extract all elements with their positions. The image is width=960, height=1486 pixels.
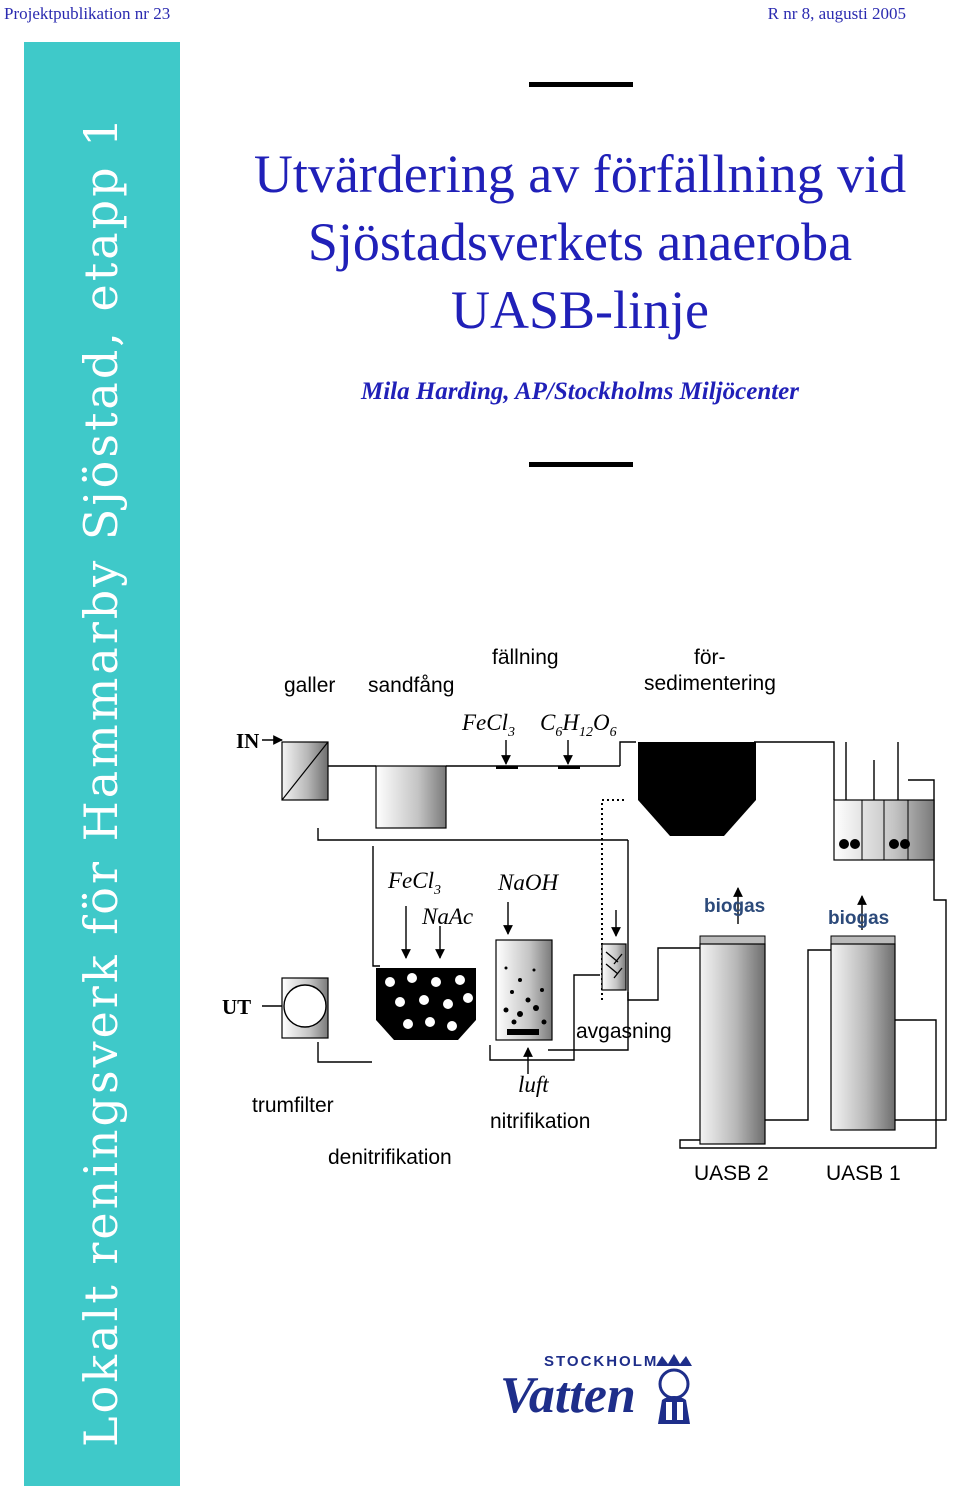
in-label: IN bbox=[236, 729, 259, 753]
title-line-1: Utvärdering av förfällning vid bbox=[253, 144, 907, 204]
sandfang-label: sandfång bbox=[368, 674, 454, 697]
uasb-1-reactor bbox=[830, 935, 896, 1131]
fecl3-denit-label: FeCl3 bbox=[387, 868, 441, 898]
saint-erik-crest-icon bbox=[656, 1354, 692, 1424]
page-title: Utvärdering av förfällning vid Sjöstadsv… bbox=[200, 140, 960, 344]
denitrification-filter bbox=[376, 968, 476, 1040]
uasb1-label: UASB 1 bbox=[826, 1162, 901, 1185]
dotted-return-line bbox=[601, 799, 624, 1000]
title-rule-top bbox=[529, 82, 633, 87]
title-line-3: UASB-linje bbox=[450, 280, 709, 340]
denitrifikation-label: denitrifikation bbox=[328, 1146, 452, 1169]
naoh-label: NaOH bbox=[497, 870, 559, 895]
forsedimentering-label-1: för- bbox=[694, 646, 726, 669]
luft-label: luft bbox=[518, 1072, 549, 1097]
glucose-label: C6H12O6 bbox=[540, 710, 617, 740]
flow-lines bbox=[262, 735, 947, 1149]
grit-chamber bbox=[375, 765, 447, 829]
biogas-uasb2-label: biogas bbox=[704, 896, 765, 917]
title-rule-bottom bbox=[529, 462, 633, 467]
screen-unit bbox=[281, 741, 329, 801]
sludge-tank bbox=[833, 799, 935, 861]
logo-main-text: Vatten bbox=[500, 1367, 636, 1424]
uasb2-label: UASB 2 bbox=[694, 1162, 769, 1185]
uasb-2-reactor bbox=[699, 935, 766, 1145]
naac-label: NaAc bbox=[421, 904, 473, 929]
galler-label: galler bbox=[284, 674, 335, 697]
header-report-date: R nr 8, augusti 2005 bbox=[767, 4, 906, 23]
presedimentation-tank bbox=[638, 742, 756, 836]
drum-filter bbox=[281, 977, 329, 1039]
logo-top-text: STOCKHOLM bbox=[544, 1353, 658, 1370]
mixer-bars bbox=[496, 766, 580, 769]
author: Mila Harding, AP/Stockholms Miljöcenter bbox=[360, 378, 799, 405]
title-line-2: Sjöstadsverkets anaeroba bbox=[307, 212, 853, 272]
nitrification-tank bbox=[495, 939, 553, 1041]
fallning-label: fällning bbox=[492, 646, 559, 669]
fecl3-fallning-label: FeCl3 bbox=[461, 710, 515, 740]
stockholm-vatten-logo: STOCKHOLM Vatten bbox=[500, 1353, 692, 1424]
trumfilter-label: trumfilter bbox=[252, 1094, 334, 1117]
sidebar-band bbox=[24, 42, 180, 1486]
degassing-unit bbox=[601, 943, 627, 991]
biogas-uasb1-label: biogas bbox=[828, 908, 889, 929]
forsedimentering-label-2: sedimentering bbox=[644, 672, 776, 695]
out-label: UT bbox=[222, 995, 251, 1019]
header-publication-number: Projektpublikation nr 23 bbox=[4, 4, 171, 23]
dosing-arrows bbox=[401, 740, 867, 1074]
nitrifikation-label: nitrifikation bbox=[490, 1110, 590, 1133]
avgasning-label: avgasning bbox=[576, 1020, 672, 1043]
